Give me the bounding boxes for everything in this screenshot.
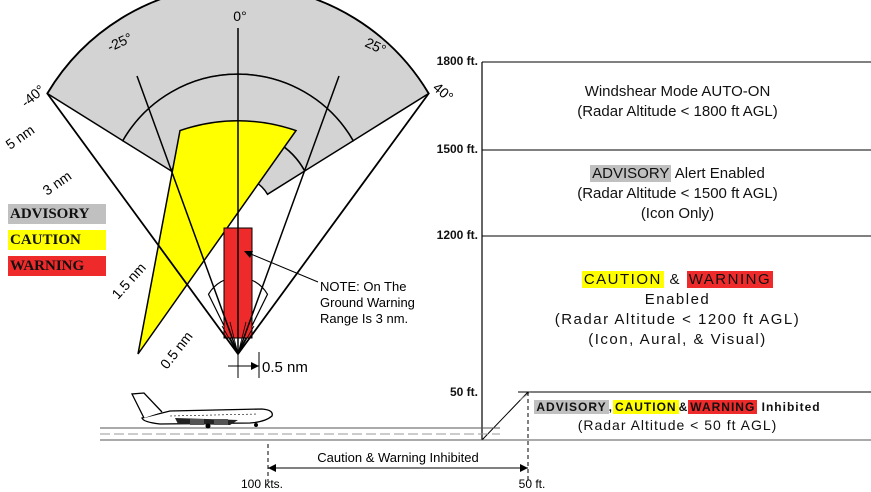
inhibited-advisory-tag: ADVISORY (534, 400, 609, 414)
speed-label: 100 kts. (241, 477, 283, 491)
inhibited-subtitle: (Radar Altitude < 50 ft AGL) (577, 417, 778, 433)
angle-label-plus-40: 40° (430, 79, 457, 105)
radial-plus-25deg (237, 75, 340, 355)
caution-warning-title: CAUTION & WARNING (484, 270, 871, 290)
note-line-2: Ground Warning (320, 295, 415, 310)
zone-caution-warning: CAUTION & WARNING Enabled (Radar Altitud… (484, 270, 871, 350)
caution-warning-subtitle: (Radar Altitude < 1200 ft AGL) (554, 311, 801, 328)
note-line-3: Range Is 3 nm. (320, 311, 408, 326)
zone-auto-on: Windshear Mode AUTO-ON (Radar Altitude <… (484, 82, 871, 122)
inhibited-warning-tag: WARNING (688, 400, 758, 414)
range-label-5nm: 5 nm (3, 121, 38, 152)
inhibit-arrowhead-left (268, 464, 276, 472)
note-arrowhead (244, 251, 253, 258)
altitude-label-50: 50 ft. (449, 385, 478, 399)
altitude-label-1500: 1500 ft. (436, 142, 478, 156)
sector-outline (46, 0, 430, 356)
range-label-1-5nm: 1.5 nm (108, 259, 149, 302)
range-label-0-5nm: 0.5 nm (157, 328, 196, 372)
legend-caution: CAUTION (8, 230, 106, 250)
caution-warning-amp: & (669, 271, 682, 288)
zone-advisory: ADVISORY Alert Enabled (Radar Altitude <… (484, 164, 871, 224)
altitude-label-1800: 1800 ft. (436, 54, 478, 68)
inhibited-amp: & (678, 400, 689, 414)
aircraft-icon (130, 392, 273, 429)
zone-inhibited: ADVISORY,CAUTION&WARNING Inhibited (Rada… (484, 398, 871, 434)
auto-on-title: Windshear Mode AUTO-ON (584, 83, 771, 100)
legend-warning: WARNING (8, 256, 106, 276)
warning-tag: WARNING (686, 271, 774, 288)
advisory-tag: ADVISORY (590, 165, 672, 182)
legend-advisory: ADVISORY (8, 204, 106, 224)
altitude-label-1200: 1200 ft. (436, 228, 478, 242)
height-label: 50 ft. (519, 477, 546, 491)
caution-tag: CAUTION (581, 271, 664, 288)
inhibit-arrowhead-right (520, 464, 528, 472)
inhibited-rest: Inhibited (761, 400, 821, 414)
half-nm-arrowhead (251, 362, 259, 370)
auto-on-subtitle: (Radar Altitude < 1800 ft AGL) (577, 103, 778, 120)
advisory-title-rest: Alert Enabled (671, 165, 765, 182)
note-arrow (245, 251, 319, 283)
range-label-3nm: 3 nm (40, 167, 75, 198)
advisory-note: (Icon Only) (640, 205, 715, 222)
inhibited-caution-tag: CAUTION (612, 400, 679, 414)
radial-minus-25deg (136, 75, 239, 355)
advisory-title: ADVISORY Alert Enabled (484, 164, 871, 184)
inhibit-label: Caution & Warning Inhibited (317, 450, 478, 465)
angle-label-0: 0° (233, 8, 246, 24)
inhibited-title: ADVISORY,CAUTION&WARNING Inhibited (484, 398, 871, 416)
inhibited-comma: , (608, 400, 613, 414)
half-nm-label: 0.5 nm (262, 359, 308, 376)
sector-ribs (221, 321, 255, 355)
angle-label-minus-40: -40° (18, 81, 48, 110)
advisory-subtitle: (Radar Altitude < 1500 ft AGL) (577, 185, 778, 202)
note-line-1: NOTE: On The (320, 279, 406, 294)
caution-warning-enabled: Enabled (644, 291, 711, 308)
caution-warning-note: (Icon, Aural, & Visual) (588, 331, 767, 348)
